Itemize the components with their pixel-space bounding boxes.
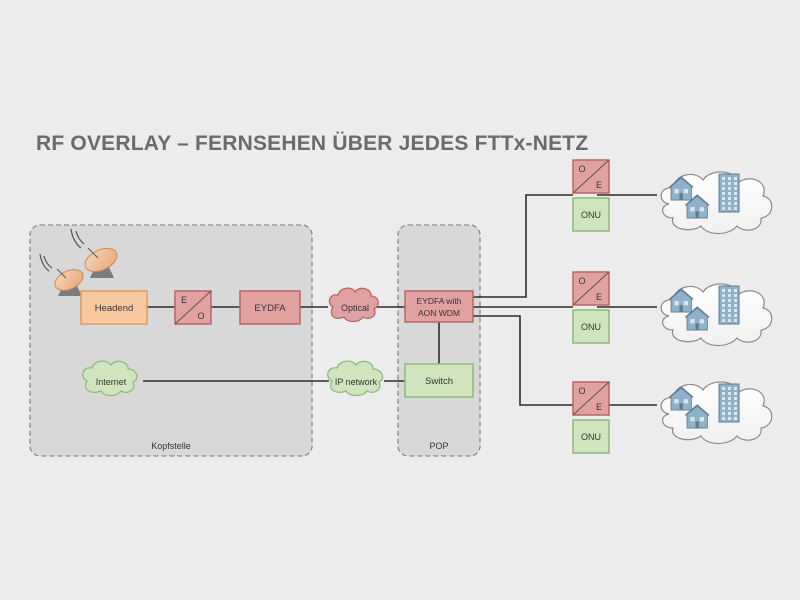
house-icon: [684, 194, 710, 219]
oe-bottom-label: E: [596, 402, 602, 412]
page-title: RF OVERLAY – FERNSEHEN ÜBER JEDES FTTx-N…: [36, 132, 589, 155]
oe-converter[interactable]: O E: [572, 159, 610, 194]
onu-label: ONU: [581, 432, 601, 442]
optical-cloud[interactable]: Optical: [328, 287, 379, 323]
onu-label: ONU: [581, 322, 601, 332]
connection-lines: [143, 194, 657, 406]
ip-network-label: IP network: [335, 377, 378, 387]
office-building-icon: [718, 285, 740, 325]
optical-label: Optical: [341, 303, 369, 313]
customer-cloud: [660, 171, 773, 235]
oe-converter[interactable]: O E: [572, 271, 610, 306]
terminal-3: O E ONU: [572, 381, 610, 454]
eo-converter[interactable]: E O: [174, 290, 212, 325]
internet-cloud[interactable]: Internet: [82, 360, 138, 397]
terminal-2: O E ONU: [572, 271, 610, 344]
eydfa-wdm-box[interactable]: EYDFA with AON WDM: [404, 290, 474, 323]
onu-label: ONU: [581, 210, 601, 220]
eydfa-label: EYDFA: [254, 303, 286, 314]
office-building-icon: [718, 173, 740, 213]
oe-top-label: O: [578, 386, 585, 396]
onu-box[interactable]: ONU: [572, 419, 610, 454]
oe-converter[interactable]: O E: [572, 381, 610, 416]
region-kopfstelle: [29, 224, 313, 457]
region-pop-label: POP: [429, 441, 448, 451]
eydfa-box[interactable]: EYDFA: [239, 290, 301, 325]
internet-label: Internet: [96, 377, 127, 387]
headend-label: Headend: [95, 303, 134, 314]
onu-box[interactable]: ONU: [572, 197, 610, 232]
oe-bottom-label: E: [596, 292, 602, 302]
house-icon: [684, 306, 710, 331]
satellite-dish-icon: [39, 228, 118, 296]
customer-cloud: [660, 381, 773, 445]
oe-top-label: O: [578, 276, 585, 286]
onu-box[interactable]: ONU: [572, 309, 610, 344]
switch-label: Switch: [425, 376, 453, 387]
headend-box[interactable]: Headend: [80, 290, 148, 325]
ip-network-cloud[interactable]: IP network: [327, 360, 384, 397]
oe-bottom-label: E: [596, 180, 602, 190]
region-kopfstelle-label: Kopfstelle: [151, 441, 191, 451]
house-icon: [668, 386, 694, 411]
eo-converter-bottom-label: O: [197, 311, 204, 321]
eydfa-wdm-label-line2: AON WDM: [418, 308, 460, 318]
customer-cloud: [660, 283, 773, 347]
house-icon: [668, 176, 694, 201]
oe-top-label: O: [578, 164, 585, 174]
eo-converter-top-label: E: [181, 295, 187, 305]
eydfa-wdm-label-line1: EYDFA with: [417, 296, 462, 306]
terminal-1: O E ONU: [572, 159, 610, 232]
house-icon: [668, 288, 694, 313]
house-icon: [684, 404, 710, 429]
office-building-icon: [718, 383, 740, 423]
switch-box[interactable]: Switch: [404, 363, 474, 398]
